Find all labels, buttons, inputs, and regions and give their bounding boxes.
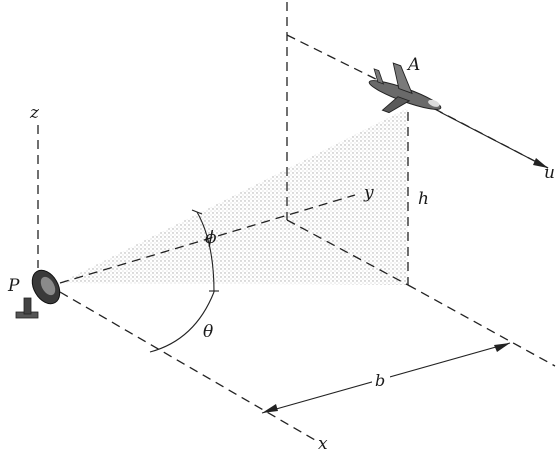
dimension-b-arrow-left: [262, 404, 278, 413]
flight-direction-arrow: [439, 111, 549, 169]
airplane-icon: [368, 62, 442, 114]
ground-line-far: [407, 284, 556, 367]
label-b: b: [375, 371, 385, 390]
dimension-b-arrow-right: [494, 343, 510, 352]
phi-tick-top: [191, 209, 203, 215]
label-A: A: [406, 55, 420, 75]
label-P: P: [7, 276, 20, 296]
label-h: h: [418, 189, 429, 209]
dimension-b-label-gap: [372, 368, 390, 390]
line-of-sight-shading: [60, 108, 408, 285]
label-y: y: [363, 183, 374, 203]
label-u: u: [544, 163, 555, 183]
label-z: z: [29, 103, 40, 123]
label-theta: θ: [203, 322, 213, 342]
label-phi: ϕ: [205, 228, 217, 248]
ground-line-origin: [286, 219, 409, 286]
angle-phi-arc: [196, 211, 215, 293]
radar-dish-icon: [15, 269, 61, 319]
x-axis: [59, 291, 316, 441]
label-x: x: [318, 434, 328, 454]
angle-theta-arc: [149, 291, 215, 353]
flight-direction-arrowhead: [533, 158, 548, 168]
